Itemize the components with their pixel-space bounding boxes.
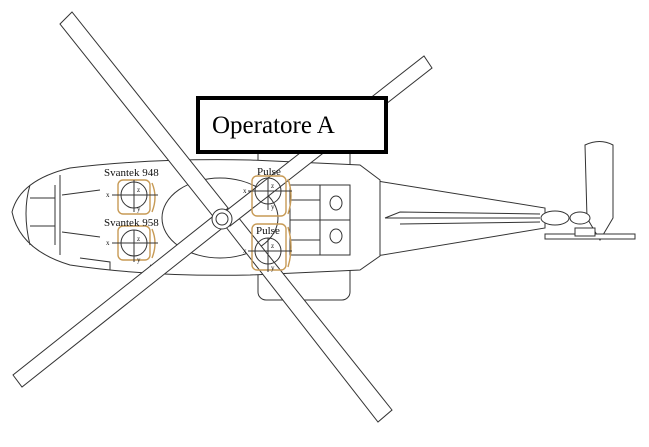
svg-text:Svantek 948: Svantek 948	[104, 167, 159, 179]
svg-text:x: x	[106, 191, 110, 199]
svg-text:y: y	[271, 203, 275, 211]
svg-text:y: y	[137, 256, 141, 264]
svg-text:y: y	[137, 205, 141, 213]
rotor-blade	[59, 11, 229, 221]
svg-text:z: z	[271, 242, 274, 250]
svg-text:x: x	[243, 247, 247, 255]
sensor-svantek-948: Svantek 948 x z y	[104, 167, 159, 215]
svg-text:y: y	[271, 264, 275, 272]
svg-text:z: z	[137, 186, 140, 194]
sensor-pulse-front: Pulse x z y	[243, 166, 292, 217]
svg-text:x: x	[106, 239, 110, 247]
svg-text:z: z	[137, 235, 140, 243]
svg-text:z: z	[271, 182, 274, 190]
svg-text:Svantek 958: Svantek 958	[104, 217, 159, 229]
rotor-hub	[211, 208, 233, 230]
sensor-svantek-958: Svantek 958 x z y	[104, 217, 159, 264]
sensor-pulse-rear: Pulse x z y	[243, 223, 292, 272]
svg-text:Pulse: Pulse	[256, 225, 280, 237]
svg-text:Operatore A: Operatore A	[212, 112, 335, 139]
operator-label-box: Operatore A	[196, 96, 388, 154]
tail-fin	[584, 141, 614, 241]
svg-text:Pulse: Pulse	[257, 166, 281, 178]
svg-text:x: x	[243, 187, 247, 195]
tail-rotor	[540, 210, 636, 240]
fuselage	[11, 159, 381, 276]
